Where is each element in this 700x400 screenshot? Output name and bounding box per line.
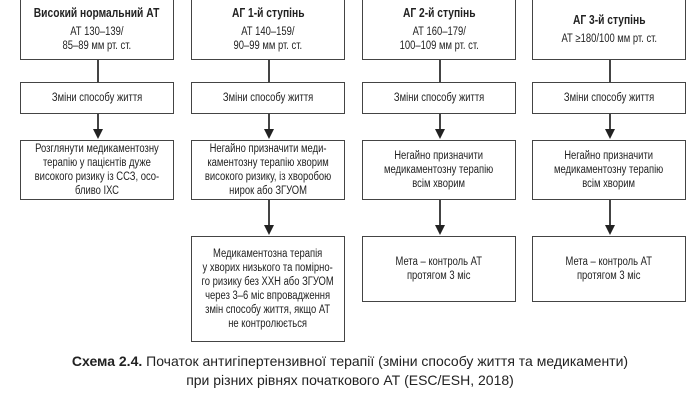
stage-box: АГ 2-й ступінь АТ 160–179/ 100–109 мм рт.… (362, 0, 516, 60)
stage-box: АГ 1-й ступінь АТ 140–159/ 90–99 мм рт. с… (191, 0, 345, 60)
followup-text: Мета – контроль АТ протягом 3 міс (565, 256, 653, 282)
followup-box: Мета – контроль АТ протягом 3 міс (532, 236, 686, 302)
connector-line (609, 200, 611, 226)
action-box: Розглянути медикаментозну терапію у паці… (20, 140, 174, 200)
connector-line (439, 60, 441, 82)
followup-text: Мета – контроль АТ протягом 3 міс (395, 256, 483, 282)
stage-bp-range: АТ 130–139/ 85–89 мм рт. ст. (62, 25, 132, 52)
lifestyle-box: Зміни способу життя (191, 82, 345, 114)
connector-line (268, 114, 270, 130)
followup-box: Медикаментозна терапія у хворих низького… (191, 236, 345, 342)
action-text: Негайно призначити медикаментозну терапі… (384, 150, 494, 190)
arrow-down-icon (435, 129, 445, 139)
lifestyle-box: Зміни способу життя (532, 82, 686, 114)
followup-text: Медикаментозна терапія у хворих низького… (201, 248, 335, 330)
caption-text-1: Початок антигіпертензивної терапії (змін… (146, 353, 629, 369)
lifestyle-label: Зміни способу життя (222, 92, 314, 104)
connector-line (97, 60, 99, 82)
stage-box: АГ 3-й ступінь АТ ≥180/100 мм рт. ст. (532, 0, 686, 60)
action-box: Негайно призначити меди- каментозну тера… (191, 140, 345, 200)
stage-bp-range: АТ 160–179/ 100–109 мм рт. ст. (399, 25, 479, 52)
arrow-down-icon (93, 129, 103, 139)
arrow-down-icon (264, 129, 274, 139)
connector-line (609, 114, 611, 130)
arrow-down-icon (435, 225, 445, 235)
stage-box: Високий нормальний АТ АТ 130–139/ 85–89 м… (20, 0, 174, 60)
stage-title: АГ 1-й ступінь (231, 5, 305, 20)
followup-box: Мета – контроль АТ протягом 3 міс (362, 236, 516, 302)
stage-bp-range: АТ ≥180/100 мм рт. ст. (561, 32, 657, 45)
action-text: Розглянути медикаментозну терапію у паці… (34, 143, 160, 197)
connector-line (439, 114, 441, 130)
action-box: Негайно призначити медикаментозну терапі… (362, 140, 516, 200)
action-text: Негайно призначити медикаментозну терапі… (554, 150, 664, 190)
lifestyle-label: Зміни способу життя (563, 92, 655, 104)
connector-line (97, 114, 99, 130)
connector-line (439, 200, 441, 226)
stage-title: Високий нормальний АТ (34, 5, 160, 20)
lifestyle-box: Зміни способу життя (20, 82, 174, 114)
arrow-down-icon (605, 129, 615, 139)
action-text: Негайно призначити меди- каментозну тера… (204, 143, 332, 197)
lifestyle-box: Зміни способу життя (362, 82, 516, 114)
stage-title: АГ 3-й ступінь (572, 12, 646, 27)
action-box: Негайно призначити медикаментозну терапі… (532, 140, 686, 200)
stage-title: АГ 2-й ступінь (402, 5, 476, 20)
caption-label: Схема 2.4. (71, 353, 143, 369)
lifestyle-label: Зміни способу життя (393, 92, 485, 104)
arrow-down-icon (264, 225, 274, 235)
connector-line (268, 200, 270, 226)
stage-bp-range: АТ 140–159/ 90–99 мм рт. ст. (233, 25, 303, 52)
arrow-down-icon (605, 225, 615, 235)
lifestyle-label: Зміни способу життя (51, 92, 143, 104)
caption-line-1: Схема 2.4. Початок антигіпертензивної те… (0, 352, 700, 370)
caption-line-2: при різних рівнях початкового АТ (ESC/ES… (186, 372, 514, 388)
connector-line (609, 60, 611, 82)
connector-line (268, 60, 270, 82)
